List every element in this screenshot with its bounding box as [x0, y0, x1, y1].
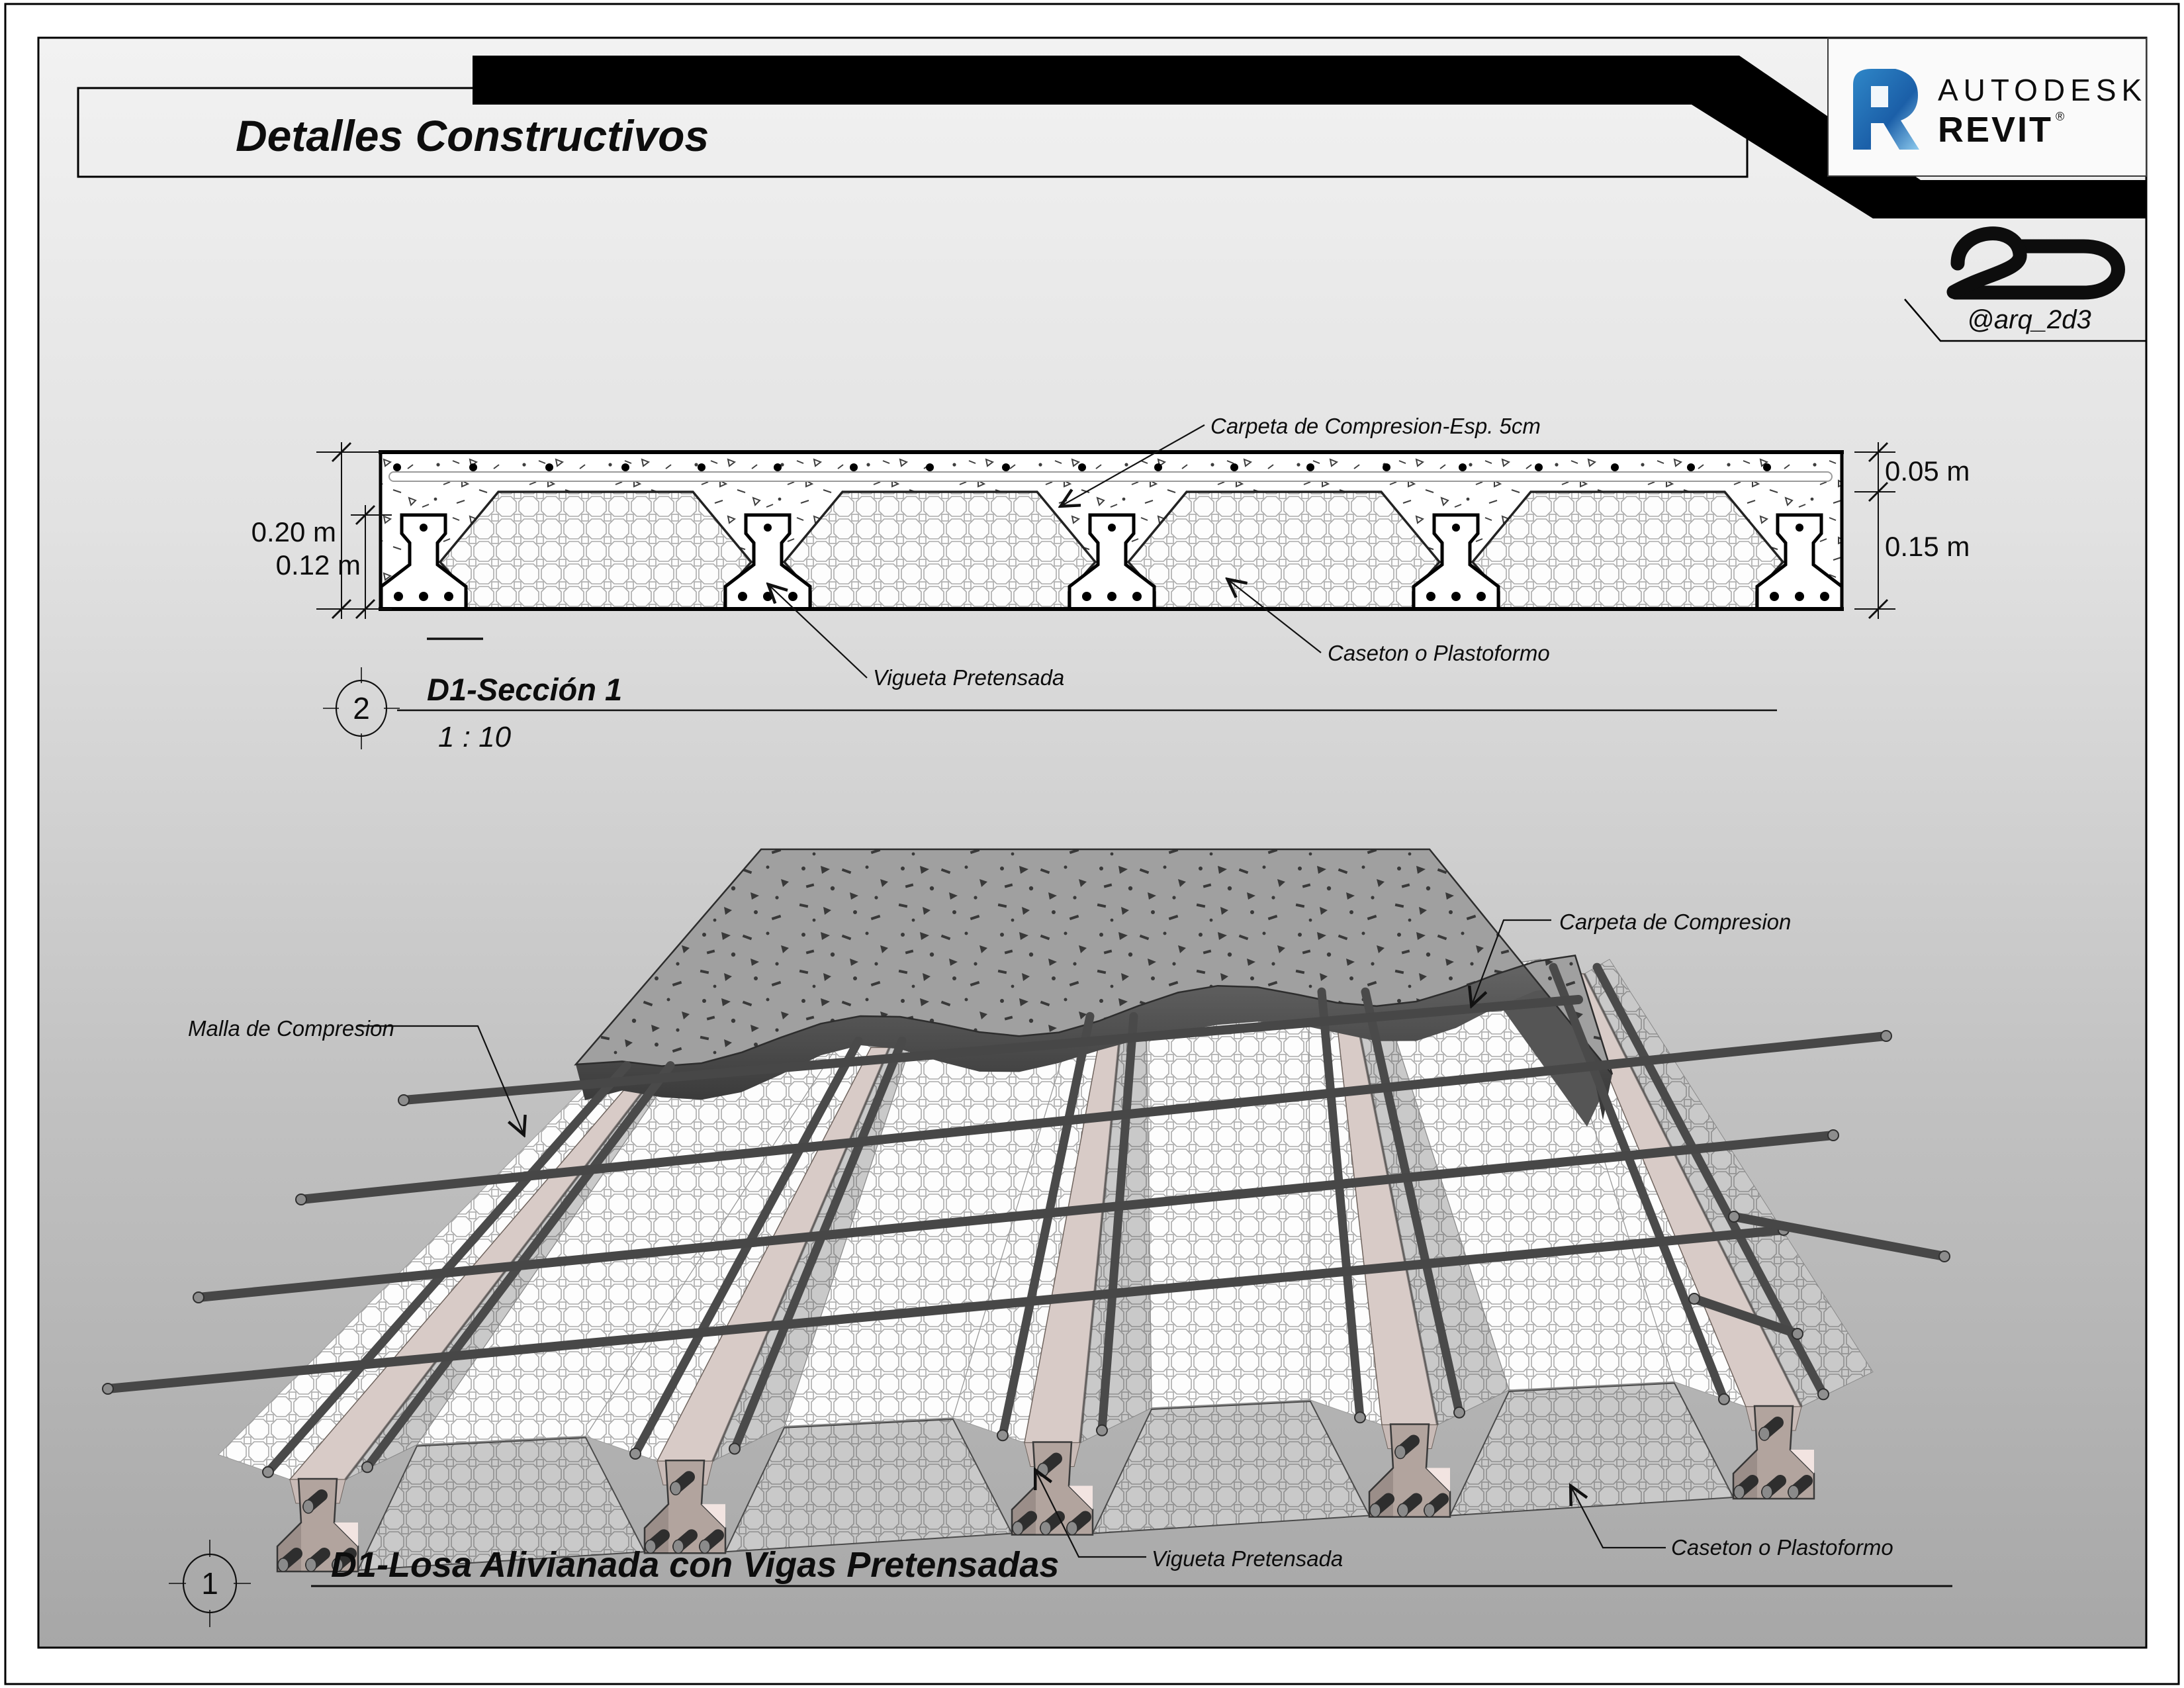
label-malla: Malla de Compresion [188, 1016, 394, 1041]
label-caseton-section: Caseton o Plastoformo [1328, 641, 1550, 665]
dim-total: 0.20 m [251, 516, 336, 547]
dim-body: 0.15 m [1885, 531, 1970, 562]
iso-callout-number: 1 [201, 1566, 218, 1601]
mesh-band [389, 472, 1832, 481]
label-carpeta-iso: Carpeta de Compresion [1559, 910, 1791, 934]
revit-logo: AUTODESK REVIT ® [1828, 38, 2147, 176]
brand-name: AUTODESK [1938, 73, 2147, 107]
brand-registered: ® [2056, 110, 2064, 123]
author-handle: @arq_2d3 [1967, 305, 2091, 334]
label-carpeta-section: Carpeta de Compresion-Esp. 5cm [1210, 414, 1541, 438]
brand-product: REVIT [1938, 110, 2053, 150]
label-vigueta-iso: Vigueta Pretensada [1152, 1546, 1343, 1571]
section-scale: 1 : 10 [438, 721, 512, 753]
section-callout-number: 2 [353, 691, 370, 726]
dim-joist: 0.12 m [276, 549, 361, 581]
section-title: D1-Sección 1 [427, 672, 622, 707]
label-vigueta-section: Vigueta Pretensada [873, 665, 1064, 690]
dim-topping: 0.05 m [1885, 455, 1970, 487]
label-caseton-iso: Caseton o Plastoformo [1671, 1535, 1893, 1560]
page-title: Detalles Constructivos [236, 111, 709, 160]
iso-title: D1-Losa Alivianada con Vigas Pretensadas [331, 1545, 1059, 1585]
